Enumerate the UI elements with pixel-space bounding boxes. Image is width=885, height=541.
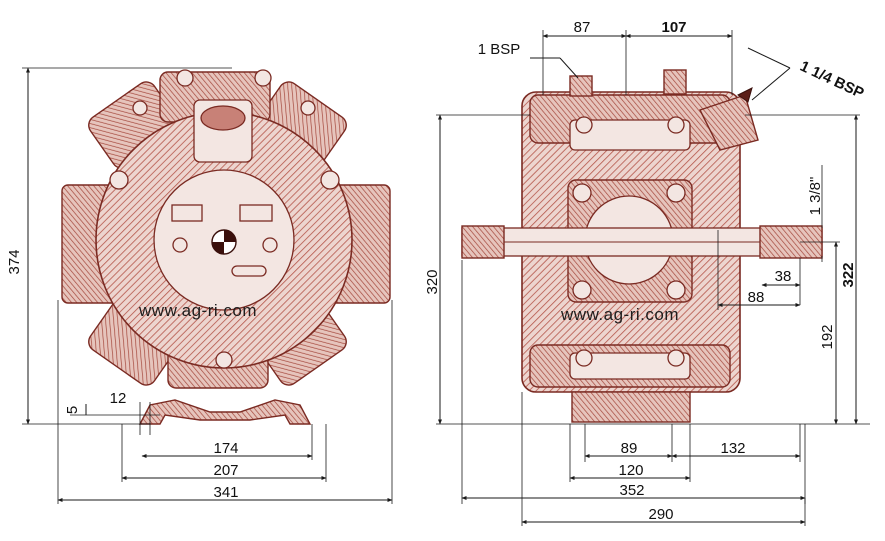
- label-1-bsp: 1 BSP: [478, 41, 521, 58]
- dim-207: 207: [213, 462, 238, 479]
- dim-320: 320: [424, 269, 441, 294]
- dim-192: 192: [819, 324, 836, 349]
- front-center-mark: [211, 229, 237, 255]
- dim-132: 132: [720, 440, 745, 457]
- front-view: [61, 69, 391, 425]
- dim-341: 341: [213, 484, 238, 501]
- dimension-lines: [22, 30, 870, 526]
- dimension-labels: 374 5 12 174 207 341 1 BSP 87 107 1 1/4 …: [6, 19, 866, 523]
- label-1-1-4-bsp: 1 1/4 BSP: [797, 58, 866, 102]
- side-inlet-port: [569, 75, 593, 97]
- dim-89: 89: [621, 440, 638, 457]
- front-feet: [138, 399, 312, 425]
- side-view: [461, 69, 823, 423]
- side-outlet-port: [699, 94, 759, 151]
- dim-352: 352: [619, 482, 644, 499]
- dim-87: 87: [574, 19, 591, 36]
- dim-290: 290: [648, 506, 673, 523]
- dim-174: 174: [213, 440, 238, 457]
- dim-120: 120: [618, 462, 643, 479]
- dim-12: 12: [110, 390, 127, 407]
- watermark-side: www.ag-ri.com: [560, 305, 679, 324]
- dim-5: 5: [64, 406, 81, 414]
- rotation-arrow-icon: [737, 87, 753, 103]
- side-bolts: [572, 116, 686, 367]
- watermark-front: www.ag-ri.com: [138, 301, 257, 320]
- dim-88: 88: [748, 289, 765, 306]
- label-1-3-8-shaft: 1 3/8": [807, 177, 824, 216]
- dim-374: 374: [6, 249, 23, 274]
- front-bolts: [109, 69, 340, 369]
- dim-322: 322: [840, 262, 857, 287]
- side-base: [571, 391, 691, 423]
- dim-38: 38: [775, 268, 792, 285]
- dim-107: 107: [661, 19, 686, 36]
